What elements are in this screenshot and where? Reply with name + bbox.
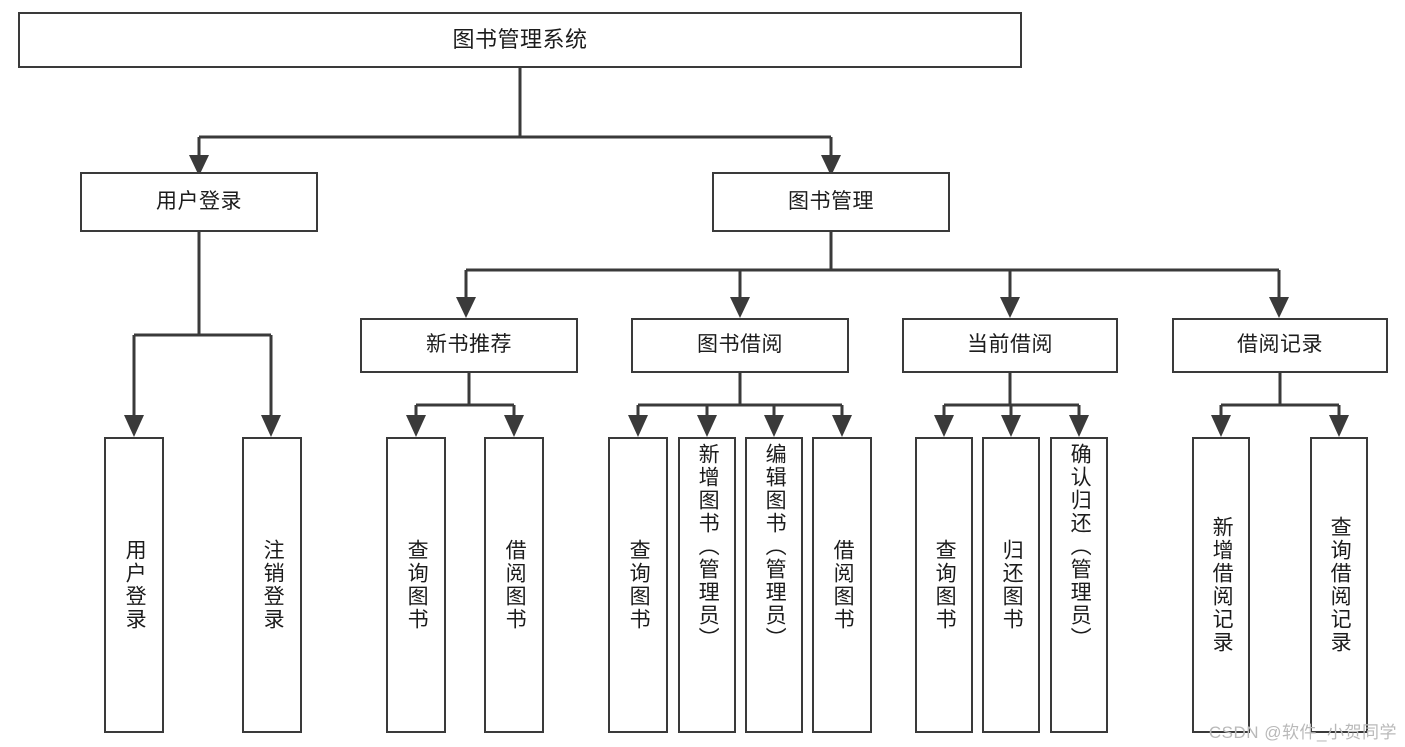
leaf-user-login-label: 用户登录: [123, 539, 147, 631]
leaf-query-book-1[interactable]: 查询图书: [386, 437, 446, 733]
arrowhead-leaf-user-login: [124, 415, 144, 437]
leaf-confirm-return-label: 确认归还（管理员）: [1068, 443, 1092, 650]
leaf-edit-book-label: 编辑图书（管理员）: [763, 443, 787, 650]
leaf-query-book-2-label: 查询图书: [627, 539, 651, 631]
arrowhead-leaf-return-book: [1001, 415, 1021, 437]
leaf-borrow-book-2-label: 借阅图书: [831, 539, 855, 631]
arrowhead-leaf-query-book-2: [628, 415, 648, 437]
node-book-borrow[interactable]: 图书借阅: [631, 318, 849, 373]
leaf-return-book-label: 归还图书: [1000, 539, 1024, 631]
arrowhead-leaf-borrow-book-1: [504, 415, 524, 437]
leaf-query-book-1-label: 查询图书: [405, 539, 429, 631]
leaf-logout[interactable]: 注销登录: [242, 437, 302, 733]
leaf-edit-book[interactable]: 编辑图书（管理员）: [745, 437, 803, 733]
node-user-login-label: 用户登录: [156, 189, 242, 213]
leaf-user-login[interactable]: 用户登录: [104, 437, 164, 733]
arrowhead-current-borrow: [1000, 297, 1020, 318]
node-current-borrow-label: 当前借阅: [967, 333, 1053, 357]
leaf-query-book-3[interactable]: 查询图书: [915, 437, 973, 733]
node-root-label: 图书管理系统: [452, 27, 588, 53]
leaf-query-book-3-label: 查询图书: [933, 539, 957, 631]
arrowhead-leaf-confirm-return: [1069, 415, 1089, 437]
leaf-add-book-label: 新增图书（管理员）: [696, 443, 720, 650]
leaf-borrow-book-1[interactable]: 借阅图书: [484, 437, 544, 733]
node-current-borrow[interactable]: 当前借阅: [902, 318, 1118, 373]
arrowhead-book-borrow: [730, 297, 750, 318]
leaf-add-borrow-record-label: 新增借阅记录: [1210, 516, 1234, 654]
leaf-confirm-return[interactable]: 确认归还（管理员）: [1050, 437, 1108, 733]
arrowhead-leaf-add-book: [697, 415, 717, 437]
node-new-book-recommend[interactable]: 新书推荐: [360, 318, 578, 373]
leaf-logout-label: 注销登录: [261, 539, 285, 631]
leaf-add-borrow-record[interactable]: 新增借阅记录: [1192, 437, 1250, 733]
leaf-borrow-book-1-label: 借阅图书: [503, 539, 527, 631]
arrowhead-leaf-borrow-book-2: [832, 415, 852, 437]
arrowhead-leaf-add-record: [1211, 415, 1231, 437]
node-book-manage-label: 图书管理: [788, 189, 874, 213]
leaf-borrow-book-2[interactable]: 借阅图书: [812, 437, 872, 733]
node-book-manage[interactable]: 图书管理: [712, 172, 950, 232]
leaf-query-borrow-record-label: 查询借阅记录: [1328, 516, 1352, 654]
leaf-query-book-2[interactable]: 查询图书: [608, 437, 668, 733]
node-user-login[interactable]: 用户登录: [80, 172, 318, 232]
leaf-add-book[interactable]: 新增图书（管理员）: [678, 437, 736, 733]
node-book-borrow-label: 图书借阅: [697, 333, 783, 357]
arrowhead-leaf-edit-book: [764, 415, 784, 437]
arrowhead-new-book-rec: [456, 297, 476, 318]
arrowhead-leaf-logout: [261, 415, 281, 437]
node-root[interactable]: 图书管理系统: [18, 12, 1022, 68]
arrowhead-leaf-query-book-3: [934, 415, 954, 437]
arrowhead-leaf-query-book-1: [406, 415, 426, 437]
node-borrow-record-label: 借阅记录: [1237, 333, 1323, 357]
node-borrow-record[interactable]: 借阅记录: [1172, 318, 1388, 373]
leaf-query-borrow-record[interactable]: 查询借阅记录: [1310, 437, 1368, 733]
watermark: CSDN @软件_小贺同学: [1208, 723, 1397, 742]
arrowhead-leaf-query-record: [1329, 415, 1349, 437]
node-new-book-recommend-label: 新书推荐: [426, 333, 512, 357]
leaf-return-book[interactable]: 归还图书: [982, 437, 1040, 733]
arrowhead-borrow-record: [1269, 297, 1289, 318]
